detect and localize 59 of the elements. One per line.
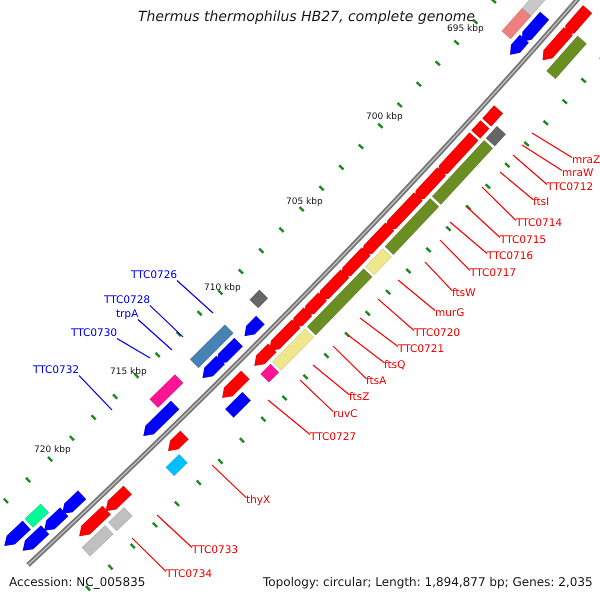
- gene-label: ftsA: [366, 376, 386, 386]
- leader-line: [138, 319, 172, 350]
- gene-label: mraZ: [572, 154, 600, 165]
- scale-label: 705 kbp: [286, 198, 323, 207]
- leader-line: [268, 400, 310, 435]
- leader-line: [482, 186, 516, 221]
- gene-label: thyX: [246, 494, 270, 505]
- gene-label: TTC0732: [33, 364, 80, 375]
- leader-line: [332, 346, 366, 379]
- leader-line: [78, 375, 112, 410]
- gene-label: TTC0712: [547, 182, 594, 192]
- scale-label: 720 kbp: [34, 446, 71, 455]
- gene-label: TTC0720: [414, 328, 460, 338]
- leader-line: [450, 222, 488, 254]
- gene-label: TTC0727: [310, 432, 356, 442]
- gene-label: TTC0714: [516, 218, 562, 228]
- leader-line: [440, 240, 470, 271]
- gene-label: trpA: [116, 308, 138, 319]
- leader-line: [312, 364, 350, 395]
- leader-line: [424, 262, 452, 291]
- leader-line: [116, 338, 150, 359]
- gene-label: TTC0728: [104, 294, 150, 305]
- gene-label: TTC0734: [166, 568, 212, 579]
- gene-label: TTC0717: [470, 268, 516, 278]
- leader-line: [500, 172, 534, 200]
- leader-line: [150, 305, 184, 338]
- gene-label: TTC0721: [398, 344, 444, 354]
- scale-label: 715 kbp: [110, 368, 147, 377]
- scale-label: 710 kbp: [204, 284, 241, 293]
- gene-label: mraW: [562, 168, 594, 178]
- leader-line: [212, 464, 246, 498]
- gene-label: ftsZ: [349, 392, 370, 402]
- leader-line: [132, 538, 166, 572]
- gene-label: TTC0733: [192, 544, 238, 555]
- gene-label: TTC0715: [500, 234, 546, 245]
- accession-text: Accession: NC_005835: [9, 576, 146, 588]
- leader-line: [360, 318, 398, 347]
- leader-line: [348, 334, 384, 363]
- scale-label: 700 kbp: [366, 113, 403, 122]
- gene-label: murG: [435, 308, 464, 318]
- gene-label: TTC0730: [71, 328, 118, 338]
- gene-label: ftsW: [452, 288, 476, 298]
- title: Thermus thermophilus HB27, complete genome: [138, 10, 476, 24]
- leader-line: [176, 280, 214, 314]
- genome-info-text: Topology: circular; Length: 1,894,877 bp; Genes: 2,035: [263, 576, 593, 588]
- gene-label: TTC0726: [131, 270, 178, 280]
- leader-line: [300, 380, 334, 412]
- gene-label: ftsQ: [384, 360, 406, 370]
- gene-label: TTC0716: [487, 250, 534, 261]
- leader-line: [522, 144, 562, 171]
- leader-line: [398, 280, 436, 311]
- leader-line: [466, 206, 500, 238]
- leader-line: [512, 154, 548, 185]
- leader-line: [378, 298, 414, 331]
- gene-label: ruvC: [333, 408, 358, 419]
- leader-line: [532, 132, 572, 158]
- gene-label: ftsI: [533, 196, 550, 207]
- scale-label: 695 kbp: [447, 25, 484, 34]
- leader-line: [156, 514, 192, 548]
